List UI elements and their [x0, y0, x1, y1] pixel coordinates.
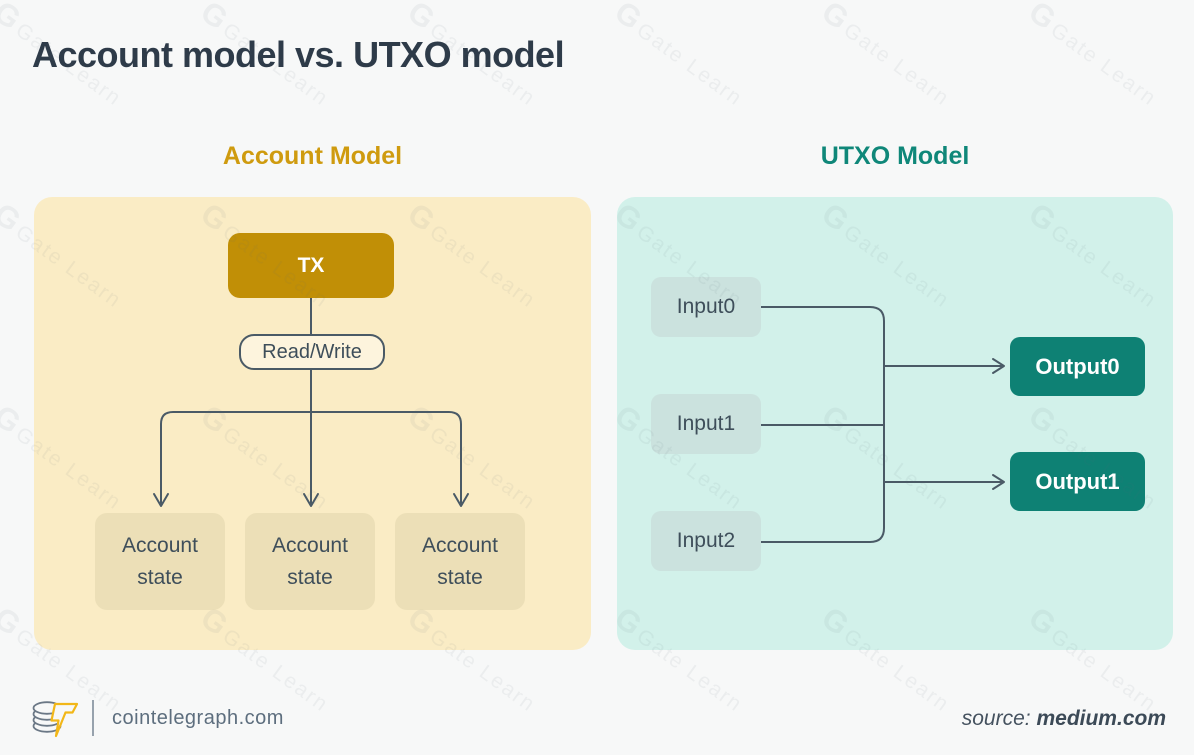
- source-prefix: source:: [961, 707, 1031, 730]
- gate-logo-glyph: G: [815, 0, 856, 37]
- lightning-t-glyph: [50, 702, 79, 738]
- account-state-node-1: Account state: [95, 513, 225, 610]
- gate-learn-watermark: GGate Learn: [815, 0, 960, 113]
- gate-logo-glyph: G: [0, 0, 28, 37]
- tx-node: TX: [228, 233, 394, 298]
- gate-logo-glyph: G: [0, 196, 28, 239]
- footer-divider: [92, 700, 94, 736]
- arrowhead-down-right: [453, 493, 469, 507]
- gate-learn-watermark: GGate Learn: [1022, 0, 1167, 113]
- utxo-connectors: [760, 306, 1005, 543]
- read-write-node: Read/Write: [239, 334, 385, 370]
- utxo-model-heading: UTXO Model: [820, 142, 970, 170]
- gate-logo-glyph: G: [401, 0, 442, 37]
- account-state-node-3: Account state: [395, 513, 525, 610]
- gate-logo-glyph: G: [194, 0, 235, 37]
- page-title: Account model vs. UTXO model: [32, 34, 565, 75]
- input0-node: Input0: [651, 277, 761, 337]
- utxo-model-panel: Input0 Input1 Input2 Output0 Output1: [617, 197, 1173, 650]
- source-name: medium.com: [1036, 707, 1166, 730]
- connector-branch-rail: [160, 411, 462, 504]
- gate-logo-glyph: G: [608, 0, 649, 37]
- gate-logo-glyph: G: [0, 398, 28, 441]
- gate-learn-watermark: GGate Learn: [608, 0, 753, 113]
- arrowhead-right-output1: [992, 474, 1005, 490]
- input2-node: Input2: [651, 511, 761, 571]
- input1-node: Input1: [651, 394, 761, 454]
- account-state-node-2: Account state: [245, 513, 375, 610]
- arrowhead-down-center: [303, 493, 319, 507]
- output1-node: Output1: [1010, 452, 1145, 511]
- output0-node: Output0: [1010, 337, 1145, 396]
- source-credit: source: medium.com: [962, 707, 1166, 731]
- arrowhead-down-left: [153, 493, 169, 507]
- account-model-panel: TX Read/Write Account state Account stat…: [34, 197, 591, 650]
- account-connectors: [153, 297, 469, 507]
- gate-logo-glyph: G: [0, 600, 28, 643]
- arrowhead-right-output0: [992, 358, 1005, 374]
- account-model-heading: Account Model: [222, 142, 403, 170]
- gate-logo-glyph: G: [1022, 0, 1063, 37]
- cointelegraph-url: cointelegraph.com: [112, 707, 284, 729]
- cointelegraph-logo-icon: [32, 701, 79, 738]
